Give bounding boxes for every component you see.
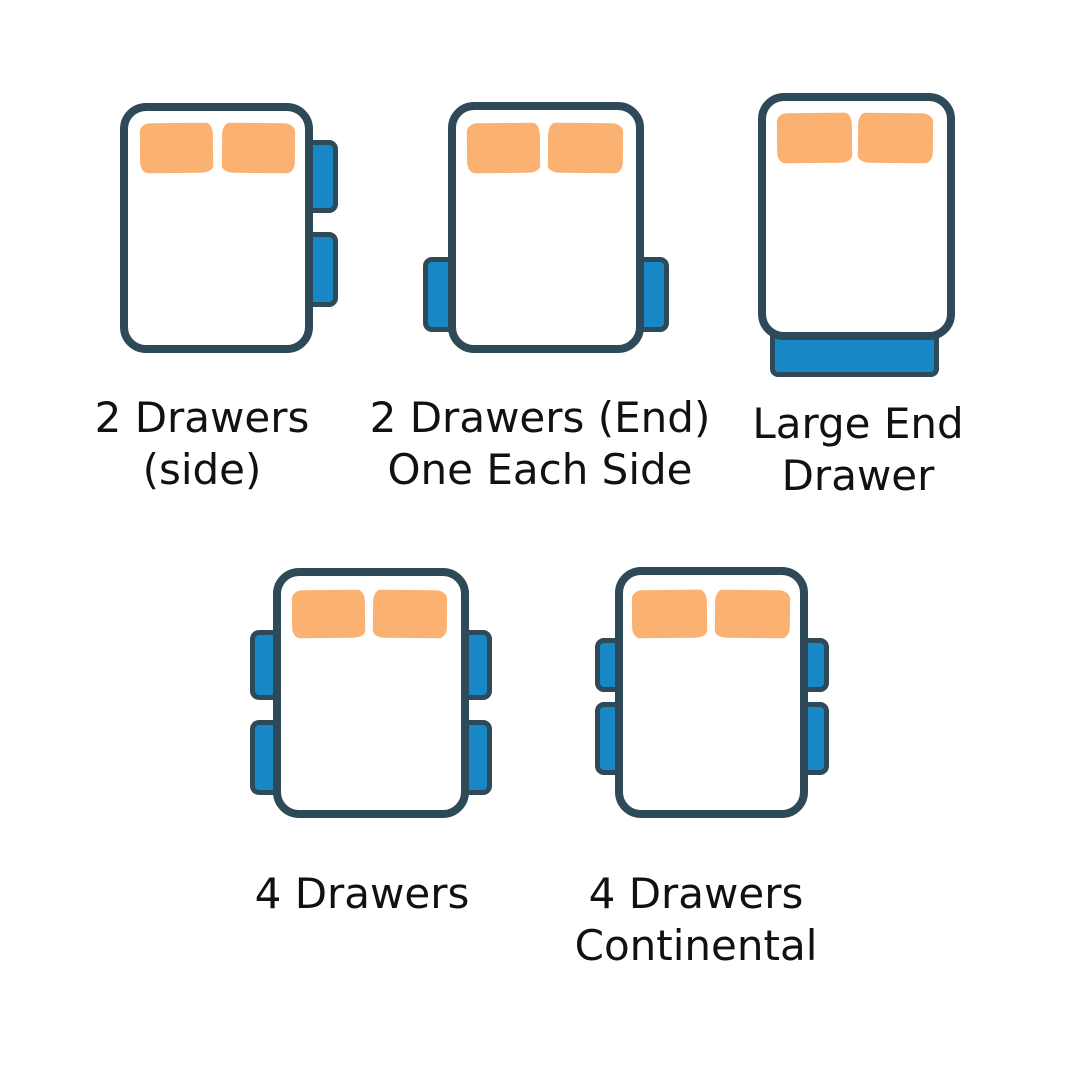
bed-figure-large-end-drawer bbox=[758, 93, 955, 377]
label-line: 2 Drawers (End) bbox=[369, 393, 711, 442]
label-2-drawers-side: 2 Drawers (side) bbox=[95, 392, 310, 496]
pillow-right-icon bbox=[547, 122, 624, 174]
label-line: Drawer bbox=[781, 451, 935, 500]
label-line: Continental bbox=[574, 921, 818, 970]
bed-figure-2-drawers-end bbox=[423, 102, 669, 353]
bed-figure-4-drawers-continental bbox=[595, 567, 829, 818]
label-4-drawers: 4 Drawers bbox=[255, 868, 470, 920]
bed-figure-2-drawers-side bbox=[120, 103, 338, 353]
pillow-left-icon bbox=[631, 589, 708, 639]
pillow-left-icon bbox=[139, 122, 214, 174]
pillow-right-icon bbox=[372, 589, 448, 639]
label-line: (side) bbox=[142, 445, 262, 494]
label-line: Large End bbox=[752, 399, 964, 448]
label-4-drawers-continental: 4 Drawers Continental bbox=[575, 868, 818, 972]
pillow-right-icon bbox=[714, 589, 791, 639]
pillow-right-icon bbox=[857, 112, 934, 164]
pillow-left-icon bbox=[776, 112, 853, 164]
label-line: 2 Drawers bbox=[94, 393, 310, 442]
bed-figure-4-drawers bbox=[250, 568, 492, 818]
label-line: 4 Drawers bbox=[588, 869, 804, 918]
pillow-left-icon bbox=[291, 589, 366, 639]
label-line: 4 Drawers bbox=[254, 869, 470, 918]
label-2-drawers-end: 2 Drawers (End) One Each Side bbox=[370, 392, 711, 496]
pillow-left-icon bbox=[466, 122, 541, 174]
label-large-end-drawer: Large End Drawer bbox=[752, 398, 963, 502]
pillow-right-icon bbox=[221, 122, 296, 174]
label-line: One Each Side bbox=[387, 445, 693, 494]
